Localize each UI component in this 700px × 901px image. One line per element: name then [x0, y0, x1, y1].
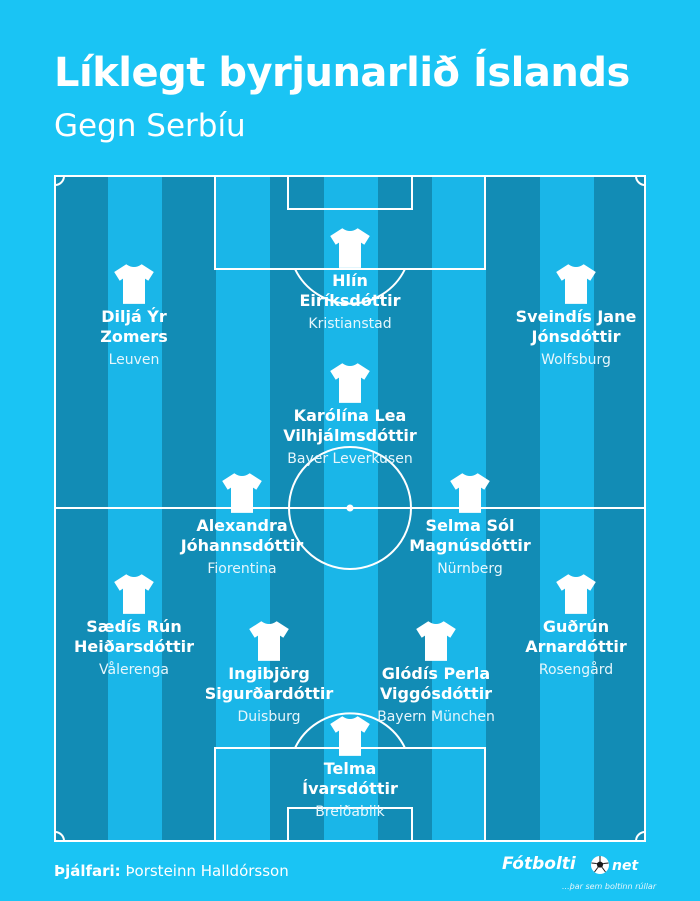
player-club: Bayer Leverkusen: [287, 451, 413, 467]
page-subtitle: Gegn Serbíu: [54, 108, 246, 144]
player-card: Guðrún Arnardóttir Rosengård: [476, 571, 646, 679]
shirt-icon: [556, 264, 596, 304]
shirt-icon: [416, 621, 456, 661]
player-name: Sveindís Jane Jónsdóttir: [515, 307, 637, 346]
player-name: Ingibjörg Sigurðardóttir: [204, 664, 334, 703]
logo-tagline: ...þar sem boltinn rúllar: [562, 882, 657, 891]
player-card: Sædís Rún Heiðarsdóttir Vålerenga: [54, 571, 234, 679]
shirt-icon: [249, 621, 289, 661]
player-club: Vålerenga: [99, 662, 169, 678]
shirt-icon: [556, 574, 596, 614]
page-title: Líklegt byrjunarlið Íslands: [54, 50, 630, 96]
player-name: Karólína Lea Vilhjálmsdóttir: [283, 406, 417, 445]
shirt-icon: [114, 574, 154, 614]
player-card: Karólína Lea Vilhjálmsdóttir Bayer Lever…: [250, 360, 450, 468]
player-club: Duisburg: [237, 709, 301, 725]
player-card: Diljá Ýr Zomers Leuven: [54, 261, 234, 369]
player-card: Alexandra Jóhannsdóttir Fiorentina: [142, 470, 342, 578]
player-club: Bayern München: [377, 709, 495, 725]
pitch-lines: [54, 175, 646, 842]
logo-net-text: net: [612, 858, 639, 874]
player-name: Glódís Perla Viggósdóttir: [379, 664, 493, 703]
shirt-icon: [330, 363, 370, 403]
shirt-icon: [222, 473, 262, 513]
fotbolti-net-logo: Fótbolti net ...þar sem boltinn rúllar: [498, 852, 656, 896]
player-name: Guðrún Arnardóttir: [525, 617, 627, 656]
player-card: Ingibjörg Sigurðardóttir Duisburg: [169, 618, 369, 726]
football-pitch: Hlín Eiríksdóttir Kristianstad Diljá Ýr …: [54, 175, 646, 842]
player-card: Glódís Perla Viggósdóttir Bayern München: [336, 618, 536, 726]
player-club: Wolfsburg: [541, 352, 611, 368]
player-name: Sædís Rún Heiðarsdóttir: [73, 617, 195, 656]
coach-line: Þjálfari: Þorsteinn Halldórsson: [54, 862, 289, 880]
player-club: Leuven: [108, 352, 160, 368]
player-name: Selma Sól Magnúsdóttir: [409, 516, 531, 555]
player-name: Alexandra Jóhannsdóttir: [180, 516, 304, 555]
player-club: Rosengård: [538, 662, 614, 678]
shirt-icon: [330, 228, 370, 268]
football-icon: [591, 856, 609, 874]
player-card: Hlín Eiríksdóttir Kristianstad: [250, 225, 450, 333]
player-card: Telma Ívarsdóttir Breiðablik: [250, 713, 450, 821]
player-card: Selma Sól Magnúsdóttir Nürnberg: [370, 470, 570, 578]
player-club: Breiðablik: [315, 804, 385, 820]
player-club: Fiorentina: [207, 561, 277, 577]
coach-label: Þjálfari:: [54, 862, 121, 880]
shirt-icon: [114, 264, 154, 304]
coach-name: Þorsteinn Halldórsson: [125, 862, 289, 880]
player-name: Telma Ívarsdóttir: [302, 759, 398, 798]
player-club: Kristianstad: [308, 316, 392, 332]
player-name: Hlín Eiríksdóttir: [299, 271, 401, 310]
logo-brand-text: Fótbolti: [502, 854, 576, 874]
player-name: Diljá Ýr Zomers: [100, 307, 168, 346]
player-club: Nürnberg: [437, 561, 503, 577]
shirt-icon: [450, 473, 490, 513]
shirt-icon: [330, 716, 370, 756]
player-card: Sveindís Jane Jónsdóttir Wolfsburg: [476, 261, 646, 369]
